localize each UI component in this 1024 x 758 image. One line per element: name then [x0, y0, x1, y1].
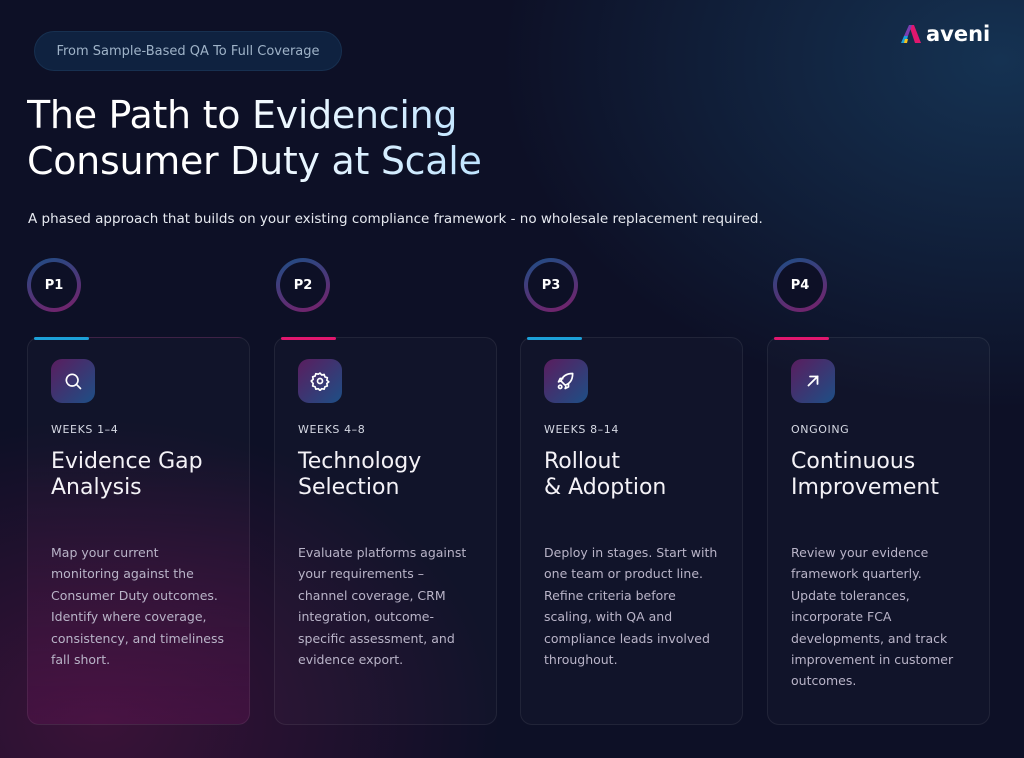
phase-description: Deploy in stages. Start with one team or… [544, 545, 718, 668]
phase-description: Map your current monitoring against the … [51, 545, 224, 668]
title-line: & Adoption [544, 475, 667, 500]
title-line: Analysis [51, 475, 142, 500]
phase-label: P2 [280, 262, 326, 308]
title-line-2: Consumer Duty at Scale [27, 139, 482, 183]
phase-duration: WEEKS 1–4 [51, 423, 119, 436]
phase-description: Review your evidence framework quarterly… [791, 545, 954, 689]
card-accent [527, 337, 582, 340]
title-line: Evidence Gap [51, 449, 203, 474]
title-line: Improvement [791, 475, 939, 500]
phase-node-p1: P1 [27, 258, 81, 312]
title-line: Selection [298, 475, 400, 500]
logo-text: aveni [926, 22, 991, 46]
phase-duration: WEEKS 8–14 [544, 423, 619, 436]
phase-label: P3 [528, 262, 574, 308]
title-line-1: The Path to Evidencing [27, 93, 458, 137]
title-line: Continuous [791, 449, 916, 474]
search-icon [51, 359, 95, 403]
phase-duration: ONGOING [791, 423, 850, 436]
gear-icon [298, 359, 342, 403]
phase-node-p4: P4 [773, 258, 827, 312]
logo-mark-icon [901, 25, 921, 43]
badge-text: From Sample-Based QA To Full Coverage [56, 43, 320, 59]
section-badge: From Sample-Based QA To Full Coverage [34, 31, 342, 71]
card-accent [281, 337, 336, 340]
phase-title: Rollout& Adoption [544, 449, 719, 519]
phase-label: P4 [777, 262, 823, 308]
timeline-connectors [81, 283, 773, 285]
phase-description: Evaluate platforms against your requirem… [298, 545, 467, 668]
rocket-icon [544, 359, 588, 403]
arrow-up-right-icon [791, 359, 835, 403]
title-line: Technology [298, 449, 422, 474]
logo: aveni [900, 22, 990, 46]
phase-timeline: P1 P2 P3 P4 [0, 255, 1024, 315]
title-line: Rollout [544, 449, 621, 474]
phase-node-p3: P3 [524, 258, 578, 312]
card-accent [34, 337, 89, 340]
card-accent [774, 337, 829, 340]
phase-node-p2: P2 [276, 258, 330, 312]
phase-card-3: WEEKS 8–14 Rollout& Adoption Deploy in s… [520, 337, 743, 725]
phase-duration: WEEKS 4–8 [298, 423, 366, 436]
subtitle: A phased approach that builds on your ex… [28, 211, 763, 227]
phase-label: P1 [31, 262, 77, 308]
